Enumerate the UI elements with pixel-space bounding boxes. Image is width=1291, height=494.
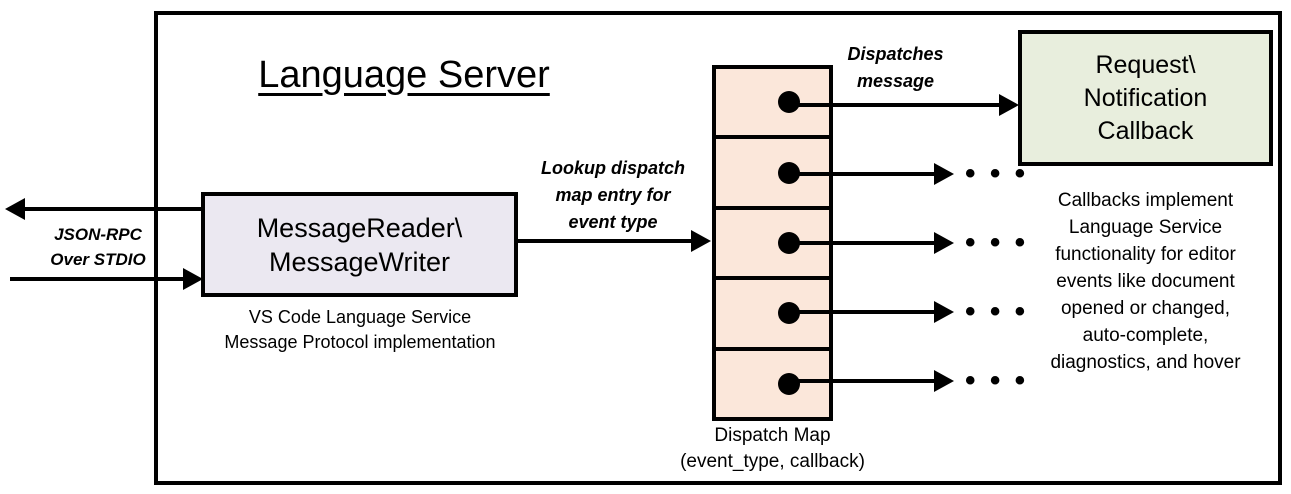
callback-box-line-3: Callback: [1097, 116, 1194, 145]
request-notification-callback-box[interactable]: Request\ Notification Callback: [1018, 30, 1273, 166]
message-reader-writer-label: MessageReader\ MessageWriter: [257, 211, 463, 279]
dispatch-map-row[interactable]: [716, 351, 829, 417]
dispatch-row-2-line: [780, 172, 935, 176]
dispatch-map-caption: Dispatch Map (event_type, callback): [655, 423, 890, 475]
callback-caption-line-3: functionality for editor: [1055, 244, 1236, 265]
dispatches-message-label: Dispatches message: [828, 41, 963, 95]
callback-caption-line-2: Language Service: [1068, 217, 1223, 238]
message-caption-line-1: VS Code Language Service: [248, 307, 472, 327]
callback-dot-icon: [778, 91, 800, 114]
dispatch-row-5-ellipsis: • • •: [965, 364, 1029, 397]
lookup-dispatch-label: Lookup dispatch map entry for event type: [518, 155, 708, 236]
jsonrpc-outbound-line: [24, 207, 201, 211]
message-caption-line-2: Message Protocol implementation: [224, 332, 496, 352]
jsonrpc-inbound-arrowhead: [183, 268, 203, 290]
jsonrpc-outbound-arrowhead: [5, 198, 25, 220]
dispatch-row-2-arrowhead: [934, 163, 954, 185]
callback-box-line-2: Notification: [1083, 83, 1208, 112]
callback-caption-line-5: opened or changed,: [1060, 298, 1231, 319]
dispatch-row-5-line: [780, 379, 935, 383]
message-reader-writer-box[interactable]: MessageReader\ MessageWriter: [201, 192, 518, 297]
language-server-boundary: [154, 11, 1282, 485]
lookup-label-line-3: event type: [568, 212, 658, 232]
lookup-label-line-1: Lookup dispatch: [541, 158, 685, 178]
lookup-arrowhead: [691, 230, 711, 252]
dispatch-row-4-line: [780, 310, 935, 314]
callback-caption-line-1: Callbacks implement: [1057, 190, 1234, 211]
dispatches-label-line-1: Dispatches: [847, 44, 944, 64]
page-title: Language Server: [258, 54, 550, 96]
message-box-line-1: MessageReader\: [256, 212, 463, 243]
jsonrpc-inbound-line: [10, 277, 185, 281]
dispatch-map-caption-line-1: Dispatch Map: [714, 425, 831, 446]
jsonrpc-label-line-1: JSON-RPC: [54, 225, 142, 244]
dispatch-row-5-arrowhead: [934, 370, 954, 392]
dispatch-map-caption-line-2: (event_type, callback): [680, 451, 865, 472]
callback-box-label: Request\ Notification Callback: [1084, 49, 1208, 148]
dispatches-label-line-2: message: [856, 71, 935, 91]
callback-box-line-1: Request\: [1095, 50, 1196, 79]
callback-caption-line-6: auto-complete,: [1082, 325, 1209, 346]
lookup-label-line-2: map entry for: [555, 185, 671, 205]
jsonrpc-label-line-2: Over STDIO: [50, 250, 146, 269]
message-box-line-2: MessageWriter: [268, 246, 451, 277]
dispatch-map-row[interactable]: [716, 210, 829, 281]
dispatch-row-3-arrowhead: [934, 232, 954, 254]
callback-dot-icon: [778, 372, 800, 395]
dispatch-row-1-arrowhead: [999, 94, 1019, 116]
dispatch-row-1-line: [780, 103, 1000, 107]
dispatch-row-4-arrowhead: [934, 301, 954, 323]
dispatch-map-row[interactable]: [716, 280, 829, 351]
jsonrpc-transport-label: JSON-RPC Over STDIO: [28, 222, 168, 272]
callback-description: Callbacks implement Language Service fun…: [1008, 187, 1283, 376]
callback-caption-line-7: diagnostics, and hover: [1050, 352, 1241, 373]
dispatch-row-2-ellipsis: • • •: [965, 157, 1029, 190]
callback-caption-line-4: events like document: [1056, 271, 1235, 292]
dispatch-map-row[interactable]: [716, 69, 829, 140]
lookup-connector-line: [518, 239, 692, 243]
dispatch-row-3-line: [780, 241, 935, 245]
message-box-caption: VS Code Language Service Message Protoco…: [195, 305, 525, 355]
